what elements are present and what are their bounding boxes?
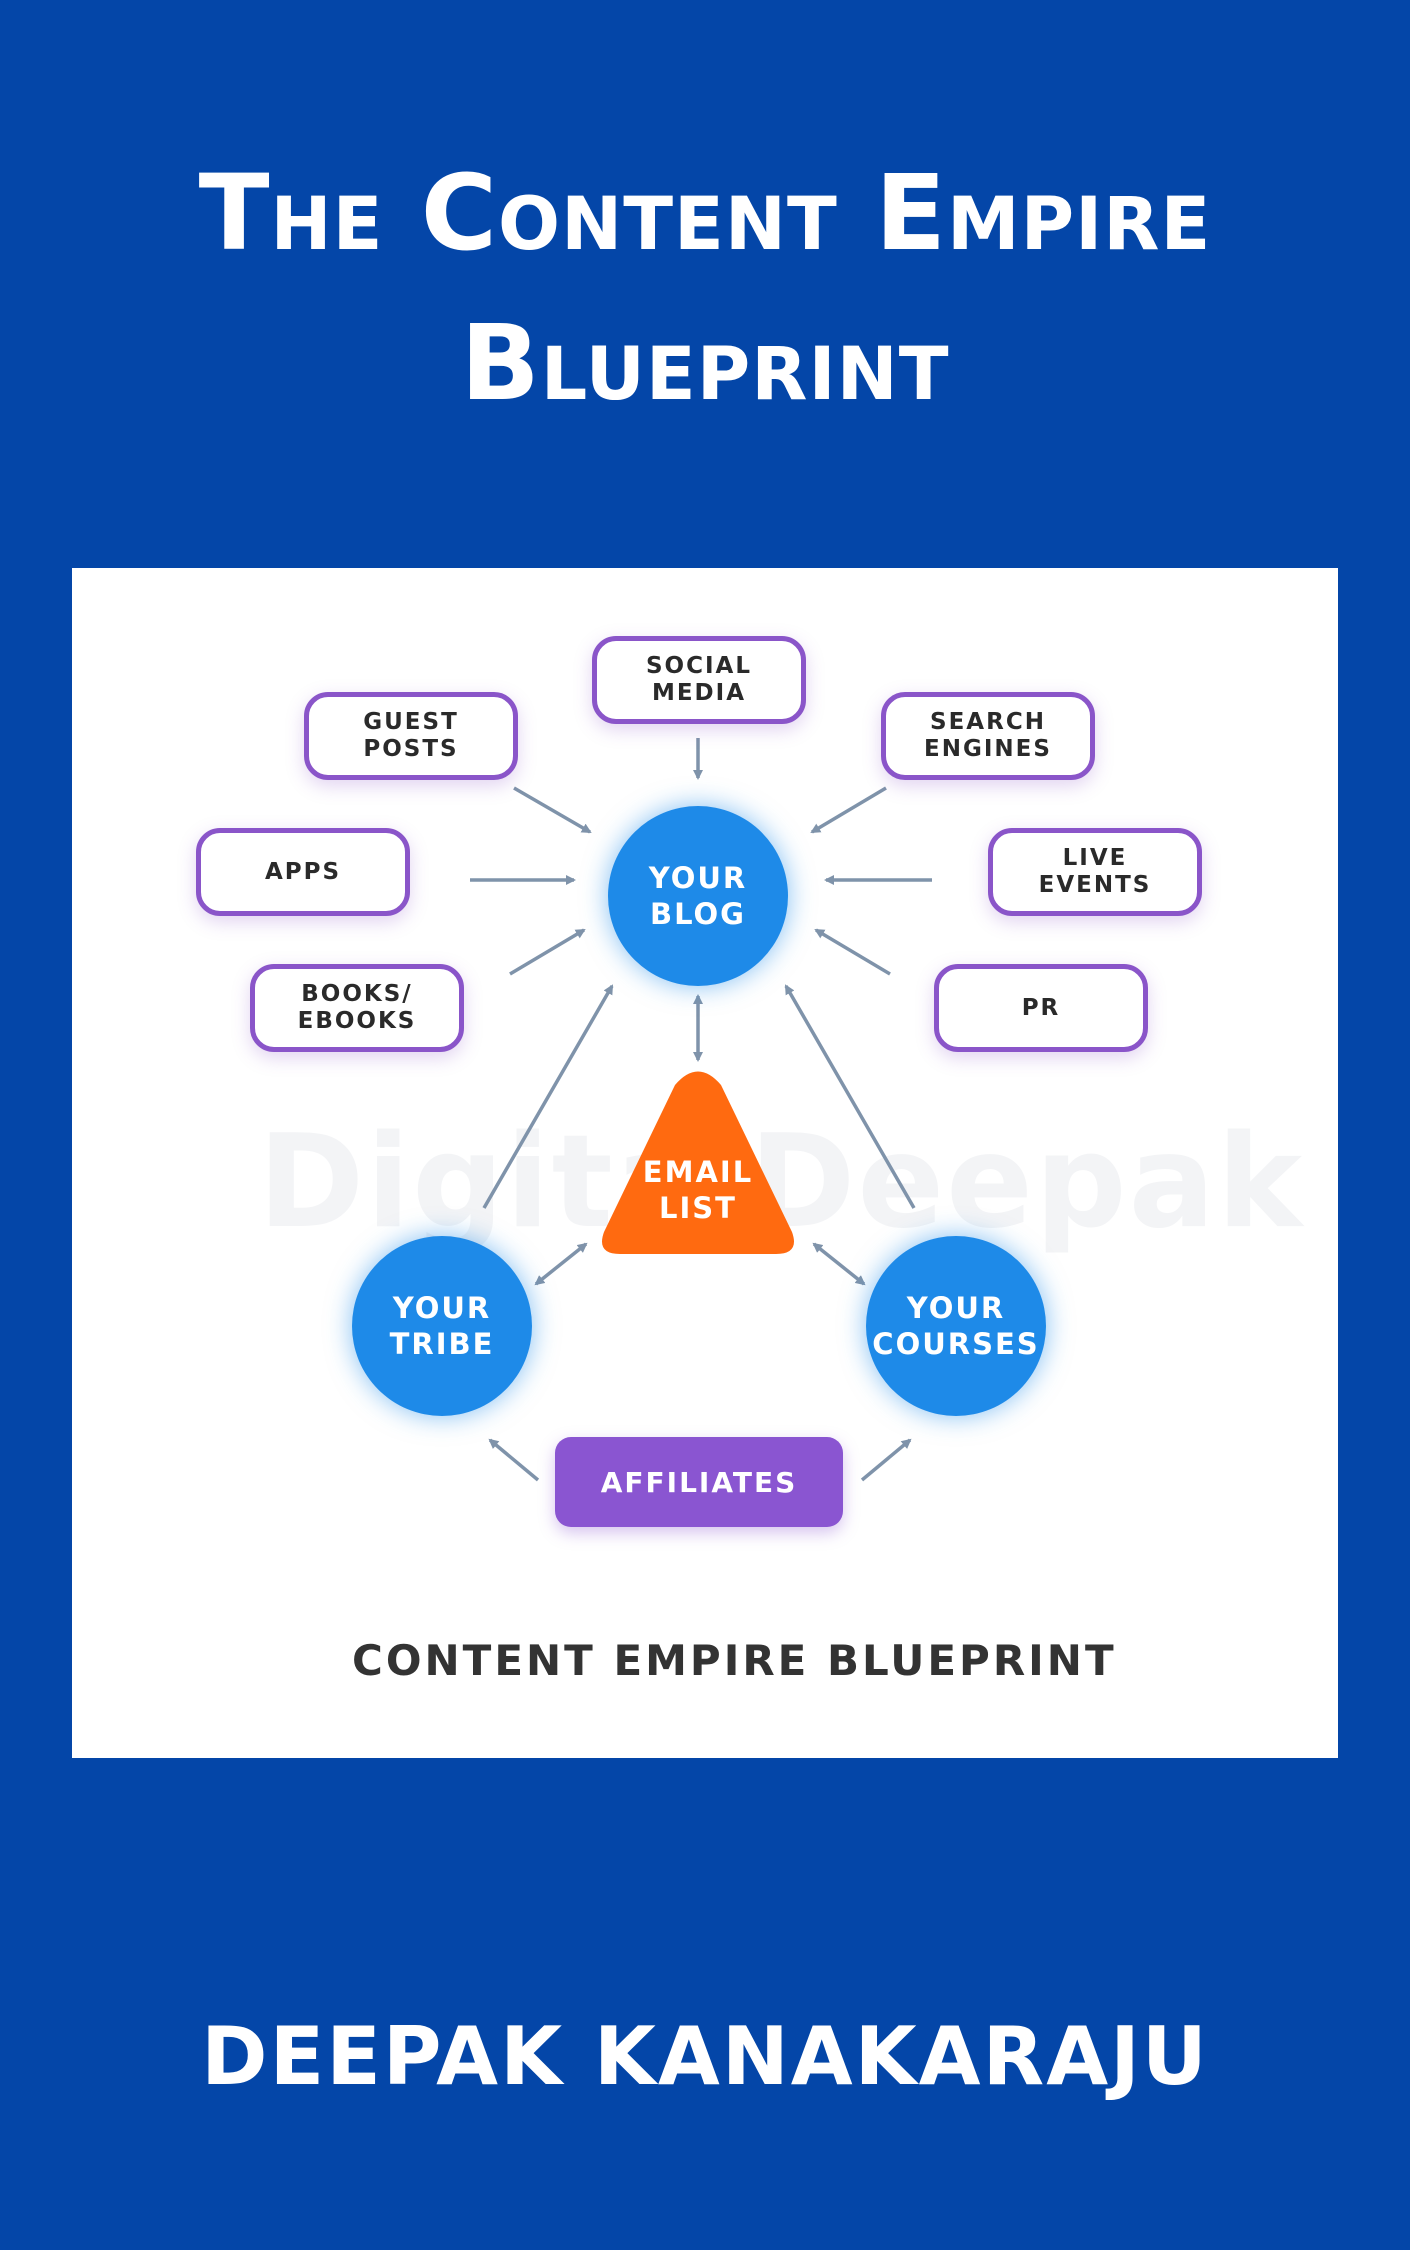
node-apps: APPS — [196, 828, 410, 916]
arrow-books — [509, 928, 586, 976]
arrow-affiliates-tribe — [488, 1438, 540, 1482]
node-books-ebooks: BOOKS/ EBOOKS — [250, 964, 464, 1052]
arrow-email-tribe — [534, 1242, 588, 1286]
node-live-events: LIVE EVENTS — [988, 828, 1202, 916]
node-your-tribe: YOUR TRIBE — [352, 1236, 532, 1416]
arrow-pr — [814, 928, 891, 976]
arrow-search-engines — [810, 786, 887, 834]
arrow-guest-posts — [513, 786, 592, 834]
node-affiliates: AFFILIATES — [555, 1437, 843, 1527]
author-name: DEEPAK KANAKARAJU — [201, 2010, 1209, 2103]
node-your-courses: YOUR COURSES — [866, 1236, 1046, 1416]
node-pr: PR — [934, 964, 1148, 1052]
arrow-affiliates-courses — [860, 1438, 912, 1482]
node-guest-posts: GUEST POSTS — [304, 692, 518, 780]
book-title-line-1: The Content Empire — [198, 152, 1212, 274]
node-social-media: SOCIAL MEDIA — [592, 636, 806, 724]
email-list-triangle — [602, 1071, 794, 1254]
node-your-blog: YOUR BLOG — [608, 806, 788, 986]
book-title: The Content Empire Blueprint — [0, 138, 1410, 438]
arrow-email-courses — [812, 1242, 866, 1286]
book-title-line-2: Blueprint — [460, 302, 950, 424]
arrow-tribe-blog — [482, 984, 614, 1209]
node-search-engines: SEARCH ENGINES — [881, 692, 1095, 780]
email-list-label: EMAIL LIST — [642, 1155, 754, 1225]
arrow-courses-blog — [784, 984, 916, 1209]
diagram-caption: CONTENT EMPIRE BLUEPRINT — [352, 1636, 1117, 1685]
